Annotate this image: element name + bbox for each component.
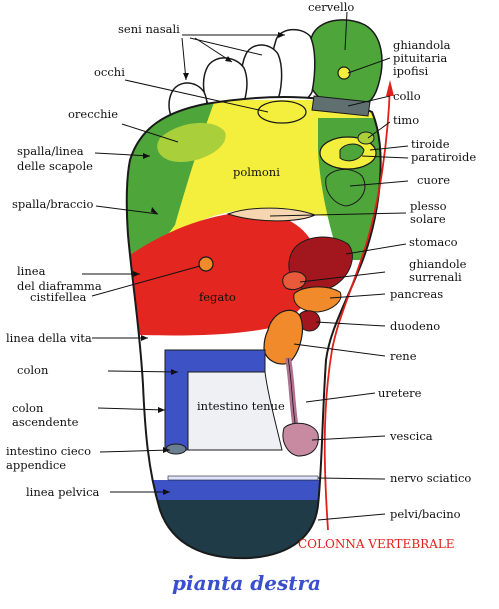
caption-pianta-destra: pianta destra bbox=[172, 571, 321, 595]
label-tiroide: tiroide bbox=[411, 137, 450, 151]
toes bbox=[168, 19, 383, 131]
label-linea-pelvica: linea pelvica bbox=[26, 485, 100, 499]
parathyroid-zone bbox=[339, 143, 365, 162]
label-plesso: plesso bbox=[410, 199, 447, 213]
neck-zone bbox=[311, 95, 371, 117]
thymus-zone bbox=[357, 131, 375, 145]
label-ascendente: ascendente bbox=[12, 415, 79, 429]
label-vescica: vescica bbox=[389, 429, 433, 443]
label-colon: colon bbox=[17, 363, 49, 377]
label-ghiandole: ghiandole bbox=[409, 257, 467, 271]
label-delle-scapole: delle scapole bbox=[17, 159, 93, 173]
appendix-zone bbox=[165, 443, 187, 455]
brain-point bbox=[337, 66, 351, 80]
label-pituitaria: pituitaria bbox=[393, 51, 447, 65]
label-intestino-tenue: intestino tenue bbox=[197, 399, 285, 413]
label-stomaco: stomaco bbox=[409, 235, 458, 249]
label-colon-2: colon bbox=[12, 401, 44, 415]
label-ipofisi: ipofisi bbox=[393, 64, 429, 78]
label-ghiandola: ghiandola bbox=[393, 38, 451, 52]
label-colonna-vertebrale: COLONNA VERTEBRALE bbox=[298, 537, 455, 551]
spine-arrow-icon bbox=[386, 80, 394, 96]
label-timo: timo bbox=[393, 113, 419, 127]
label-pancreas: pancreas bbox=[390, 287, 443, 301]
arrowheads bbox=[133, 32, 285, 495]
label-linea: linea bbox=[17, 264, 46, 278]
label-uretere: uretere bbox=[378, 386, 422, 400]
bladder-zone bbox=[282, 422, 319, 457]
label-paratiroide: paratiroide bbox=[411, 150, 476, 164]
label-solare: solare bbox=[410, 212, 446, 226]
adrenal-zone bbox=[282, 271, 307, 291]
labels: cervello seni nasali ghiandola pituitari… bbox=[6, 0, 476, 551]
label-spalla-linea: spalla/linea bbox=[17, 144, 84, 158]
small-intestine-zone bbox=[187, 371, 283, 451]
label-seni-nasali: seni nasali bbox=[118, 22, 180, 36]
label-intestino-cieco: intestino cieco bbox=[6, 444, 91, 458]
label-pelvi-bacino: pelvi/bacino bbox=[390, 507, 461, 521]
pancreas-zone bbox=[293, 286, 342, 313]
label-duodeno: duodeno bbox=[390, 319, 440, 333]
label-surrenali: surrenali bbox=[409, 270, 462, 284]
label-polmoni: polmoni bbox=[233, 165, 280, 179]
label-cistifellea: cistifellea bbox=[30, 290, 87, 304]
label-appendice: appendice bbox=[6, 458, 66, 472]
label-fegato: fegato bbox=[199, 290, 236, 304]
leader-lines bbox=[82, 11, 409, 521]
label-nervo-sciatico: nervo sciatico bbox=[390, 471, 471, 485]
big-toe bbox=[306, 19, 383, 109]
label-occhi: occhi bbox=[94, 65, 125, 79]
label-rene: rene bbox=[390, 349, 417, 363]
label-del-diaframma: del diaframma bbox=[17, 279, 102, 293]
sciatic-nerve-zone bbox=[167, 475, 319, 481]
spine-line bbox=[323, 85, 391, 531]
label-spalla-braccio: spalla/braccio bbox=[12, 197, 93, 211]
label-linea-della-vita: linea della vita bbox=[6, 331, 92, 345]
label-cervello: cervello bbox=[308, 0, 354, 14]
label-cuore: cuore bbox=[417, 173, 450, 187]
heart-zone bbox=[325, 169, 366, 207]
eye-zone bbox=[257, 100, 307, 124]
label-orecchie: orecchie bbox=[68, 107, 118, 121]
gallbladder-point bbox=[198, 256, 214, 272]
label-collo: collo bbox=[393, 89, 421, 103]
